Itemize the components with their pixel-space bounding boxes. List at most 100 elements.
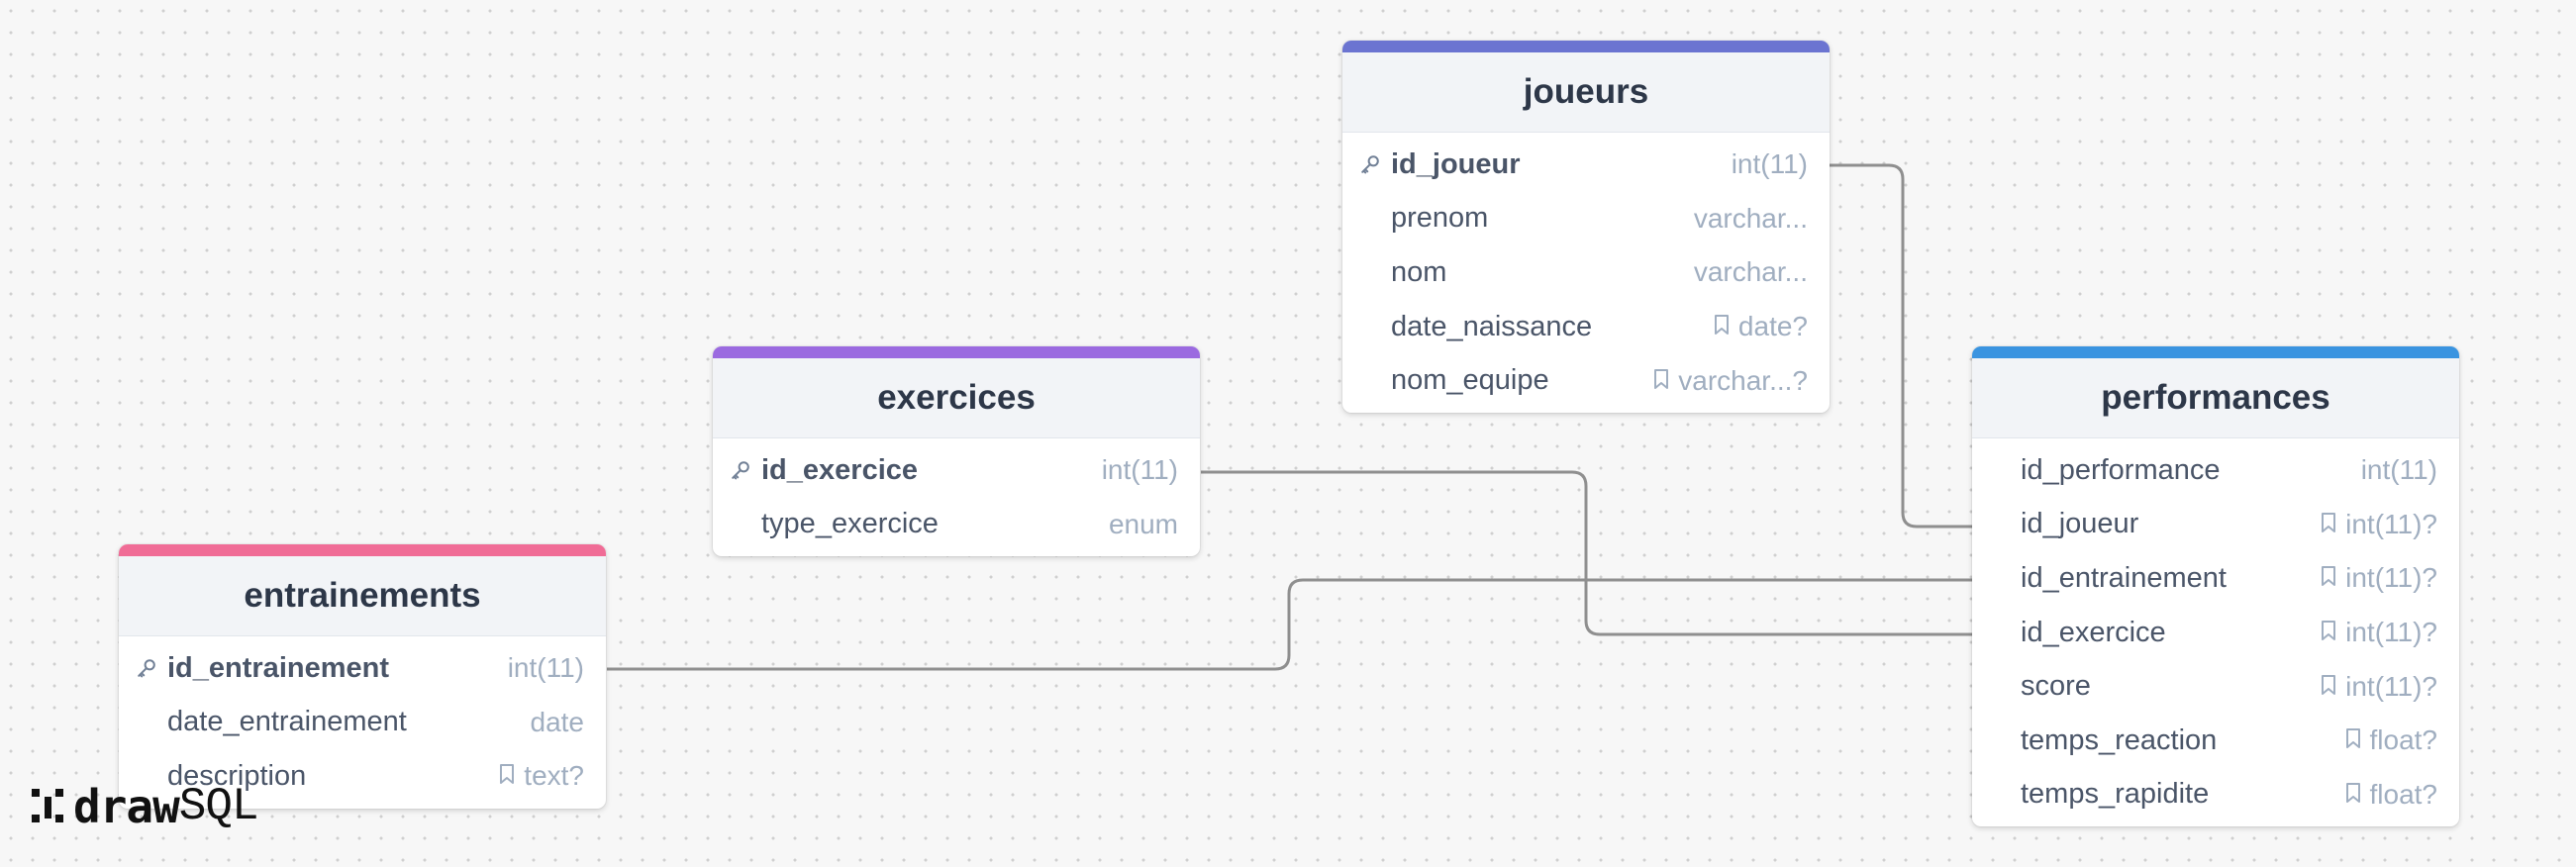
bookmark-icon	[1652, 365, 1670, 397]
bookmark-icon	[2320, 562, 2337, 594]
column-type-cell: float?	[2344, 778, 2438, 811]
column-name: score	[2021, 670, 2091, 703]
bookmark-icon	[2320, 509, 2337, 540]
column-type: int(11)?	[2345, 617, 2437, 648]
column-row-description[interactable]: description text?	[119, 749, 606, 804]
table-accent-bar	[119, 544, 606, 556]
column-type: int(11)	[507, 652, 584, 684]
column-type-cell: int(11)?	[2320, 671, 2437, 703]
relation-line-exercices-performances[interactable]	[1201, 470, 1974, 636]
bookmark-icon	[1713, 311, 1731, 342]
column-type-cell: float?	[2344, 724, 2438, 756]
column-name: id_joueur	[2021, 508, 2139, 540]
column-type-cell: text?	[498, 760, 584, 792]
column-type: float?	[2369, 778, 2438, 810]
column-type: varchar...?	[1678, 364, 1808, 396]
column-type: enum	[1108, 508, 1178, 539]
table-name: entrainements	[244, 576, 481, 615]
column-type-cell: int(11)	[2361, 454, 2437, 486]
column-row-id-exercice[interactable]: id_exercice int(11)?	[1972, 606, 2459, 660]
column-type: varchar...	[1693, 202, 1808, 234]
relation-line-joueurs-performances[interactable]	[1830, 163, 1974, 529]
bookmark-icon	[2320, 617, 2337, 648]
column-type: int(11)?	[2345, 670, 2437, 702]
column-type-cell: date	[531, 707, 585, 738]
table-entrainements[interactable]: entrainements id_entrainement int(11) date…	[119, 544, 606, 809]
bookmark-icon	[2320, 671, 2337, 703]
column-type: text?	[524, 760, 584, 792]
column-type: int(11)	[1101, 454, 1178, 486]
table-header[interactable]: joueurs	[1342, 52, 1830, 133]
column-name: id_joueur	[1391, 147, 1521, 180]
primary-key-icon	[730, 459, 761, 481]
column-type-cell: varchar...	[1694, 203, 1808, 235]
column-name: id_entrainement	[167, 651, 389, 684]
table-header[interactable]: entrainements	[119, 556, 606, 636]
table-header[interactable]: exercices	[713, 358, 1200, 438]
column-list: id_exercice int(11) type_exercice enum	[713, 438, 1200, 556]
bookmark-icon	[498, 760, 516, 792]
table-joueurs[interactable]: joueurs id_joueur int(11) prenom varchar...…	[1342, 41, 1830, 413]
column-type-cell: int(11)?	[2320, 617, 2437, 648]
column-name: temps_reaction	[2021, 723, 2218, 756]
column-row-id-exercice[interactable]: id_exercice int(11)	[713, 443, 1200, 498]
drawsql-logo-icon	[32, 789, 63, 822]
column-type: int(11)	[2360, 454, 2437, 486]
table-accent-bar	[1342, 41, 1830, 52]
column-type-cell: varchar...?	[1652, 365, 1808, 397]
column-name: prenom	[1391, 202, 1489, 235]
column-list: id_joueur int(11) prenom varchar... nom varch…	[1342, 133, 1830, 413]
column-type: date?	[1737, 311, 1808, 342]
column-type-cell: int(11)	[1102, 454, 1178, 486]
column-row-id-entrainement[interactable]: id_entrainement int(11)	[119, 641, 606, 696]
bookmark-icon	[2344, 779, 2362, 811]
table-exercices[interactable]: exercices id_exercice int(11) type_exercic…	[713, 346, 1200, 557]
column-row-id-joueur[interactable]: id_joueur int(11)?	[1972, 498, 2459, 552]
table-name: performances	[2101, 378, 2330, 417]
table-name: joueurs	[1523, 72, 1649, 111]
column-row-nom[interactable]: nom varchar...	[1342, 245, 1830, 300]
column-type-cell: varchar...	[1694, 256, 1808, 288]
column-type: varchar...	[1693, 256, 1808, 288]
relation-line-entrainements-performances[interactable]	[607, 578, 1974, 671]
column-name: date_entrainement	[167, 706, 407, 738]
column-type-cell: enum	[1109, 509, 1178, 540]
column-name: type_exercice	[761, 508, 939, 540]
column-name: id_exercice	[2021, 616, 2166, 648]
table-accent-bar	[713, 346, 1200, 358]
column-type-cell: int(11)	[508, 652, 584, 684]
column-name: id_entrainement	[2021, 561, 2227, 594]
column-name: id_exercice	[761, 453, 919, 486]
column-type: int(11)?	[2345, 562, 2437, 594]
column-row-score[interactable]: score int(11)?	[1972, 659, 2459, 714]
logo-text-sql: SQL	[178, 781, 259, 832]
column-row-id-entrainement[interactable]: id_entrainement int(11)?	[1972, 551, 2459, 606]
column-row-prenom[interactable]: prenom varchar...	[1342, 192, 1830, 246]
column-type: float?	[2369, 724, 2438, 756]
column-name: description	[167, 759, 307, 792]
column-row-id-joueur[interactable]: id_joueur int(11)	[1342, 138, 1830, 192]
column-type: date	[530, 706, 585, 737]
column-type-cell: int(11)	[1732, 148, 1808, 180]
table-header[interactable]: performances	[1972, 358, 2459, 438]
column-type: int(11)?	[2345, 508, 2437, 539]
column-row-temps-reaction[interactable]: temps_reaction float?	[1972, 714, 2459, 768]
column-name: nom	[1391, 255, 1447, 288]
column-type-cell: int(11)?	[2320, 562, 2437, 594]
drawsql-logo[interactable]: draw SQL	[30, 780, 259, 833]
primary-key-icon	[136, 657, 167, 679]
logo-text-draw: draw	[73, 780, 180, 833]
column-type-cell: date?	[1713, 311, 1808, 342]
column-name: date_naissance	[1391, 310, 1593, 342]
primary-key-icon	[1359, 153, 1391, 175]
column-row-type-exercice[interactable]: type_exercice enum	[713, 498, 1200, 552]
column-row-date-entrainement[interactable]: date_entrainement date	[119, 696, 606, 750]
table-accent-bar	[1972, 346, 2459, 358]
column-row-date-naissance[interactable]: date_naissance date?	[1342, 300, 1830, 354]
